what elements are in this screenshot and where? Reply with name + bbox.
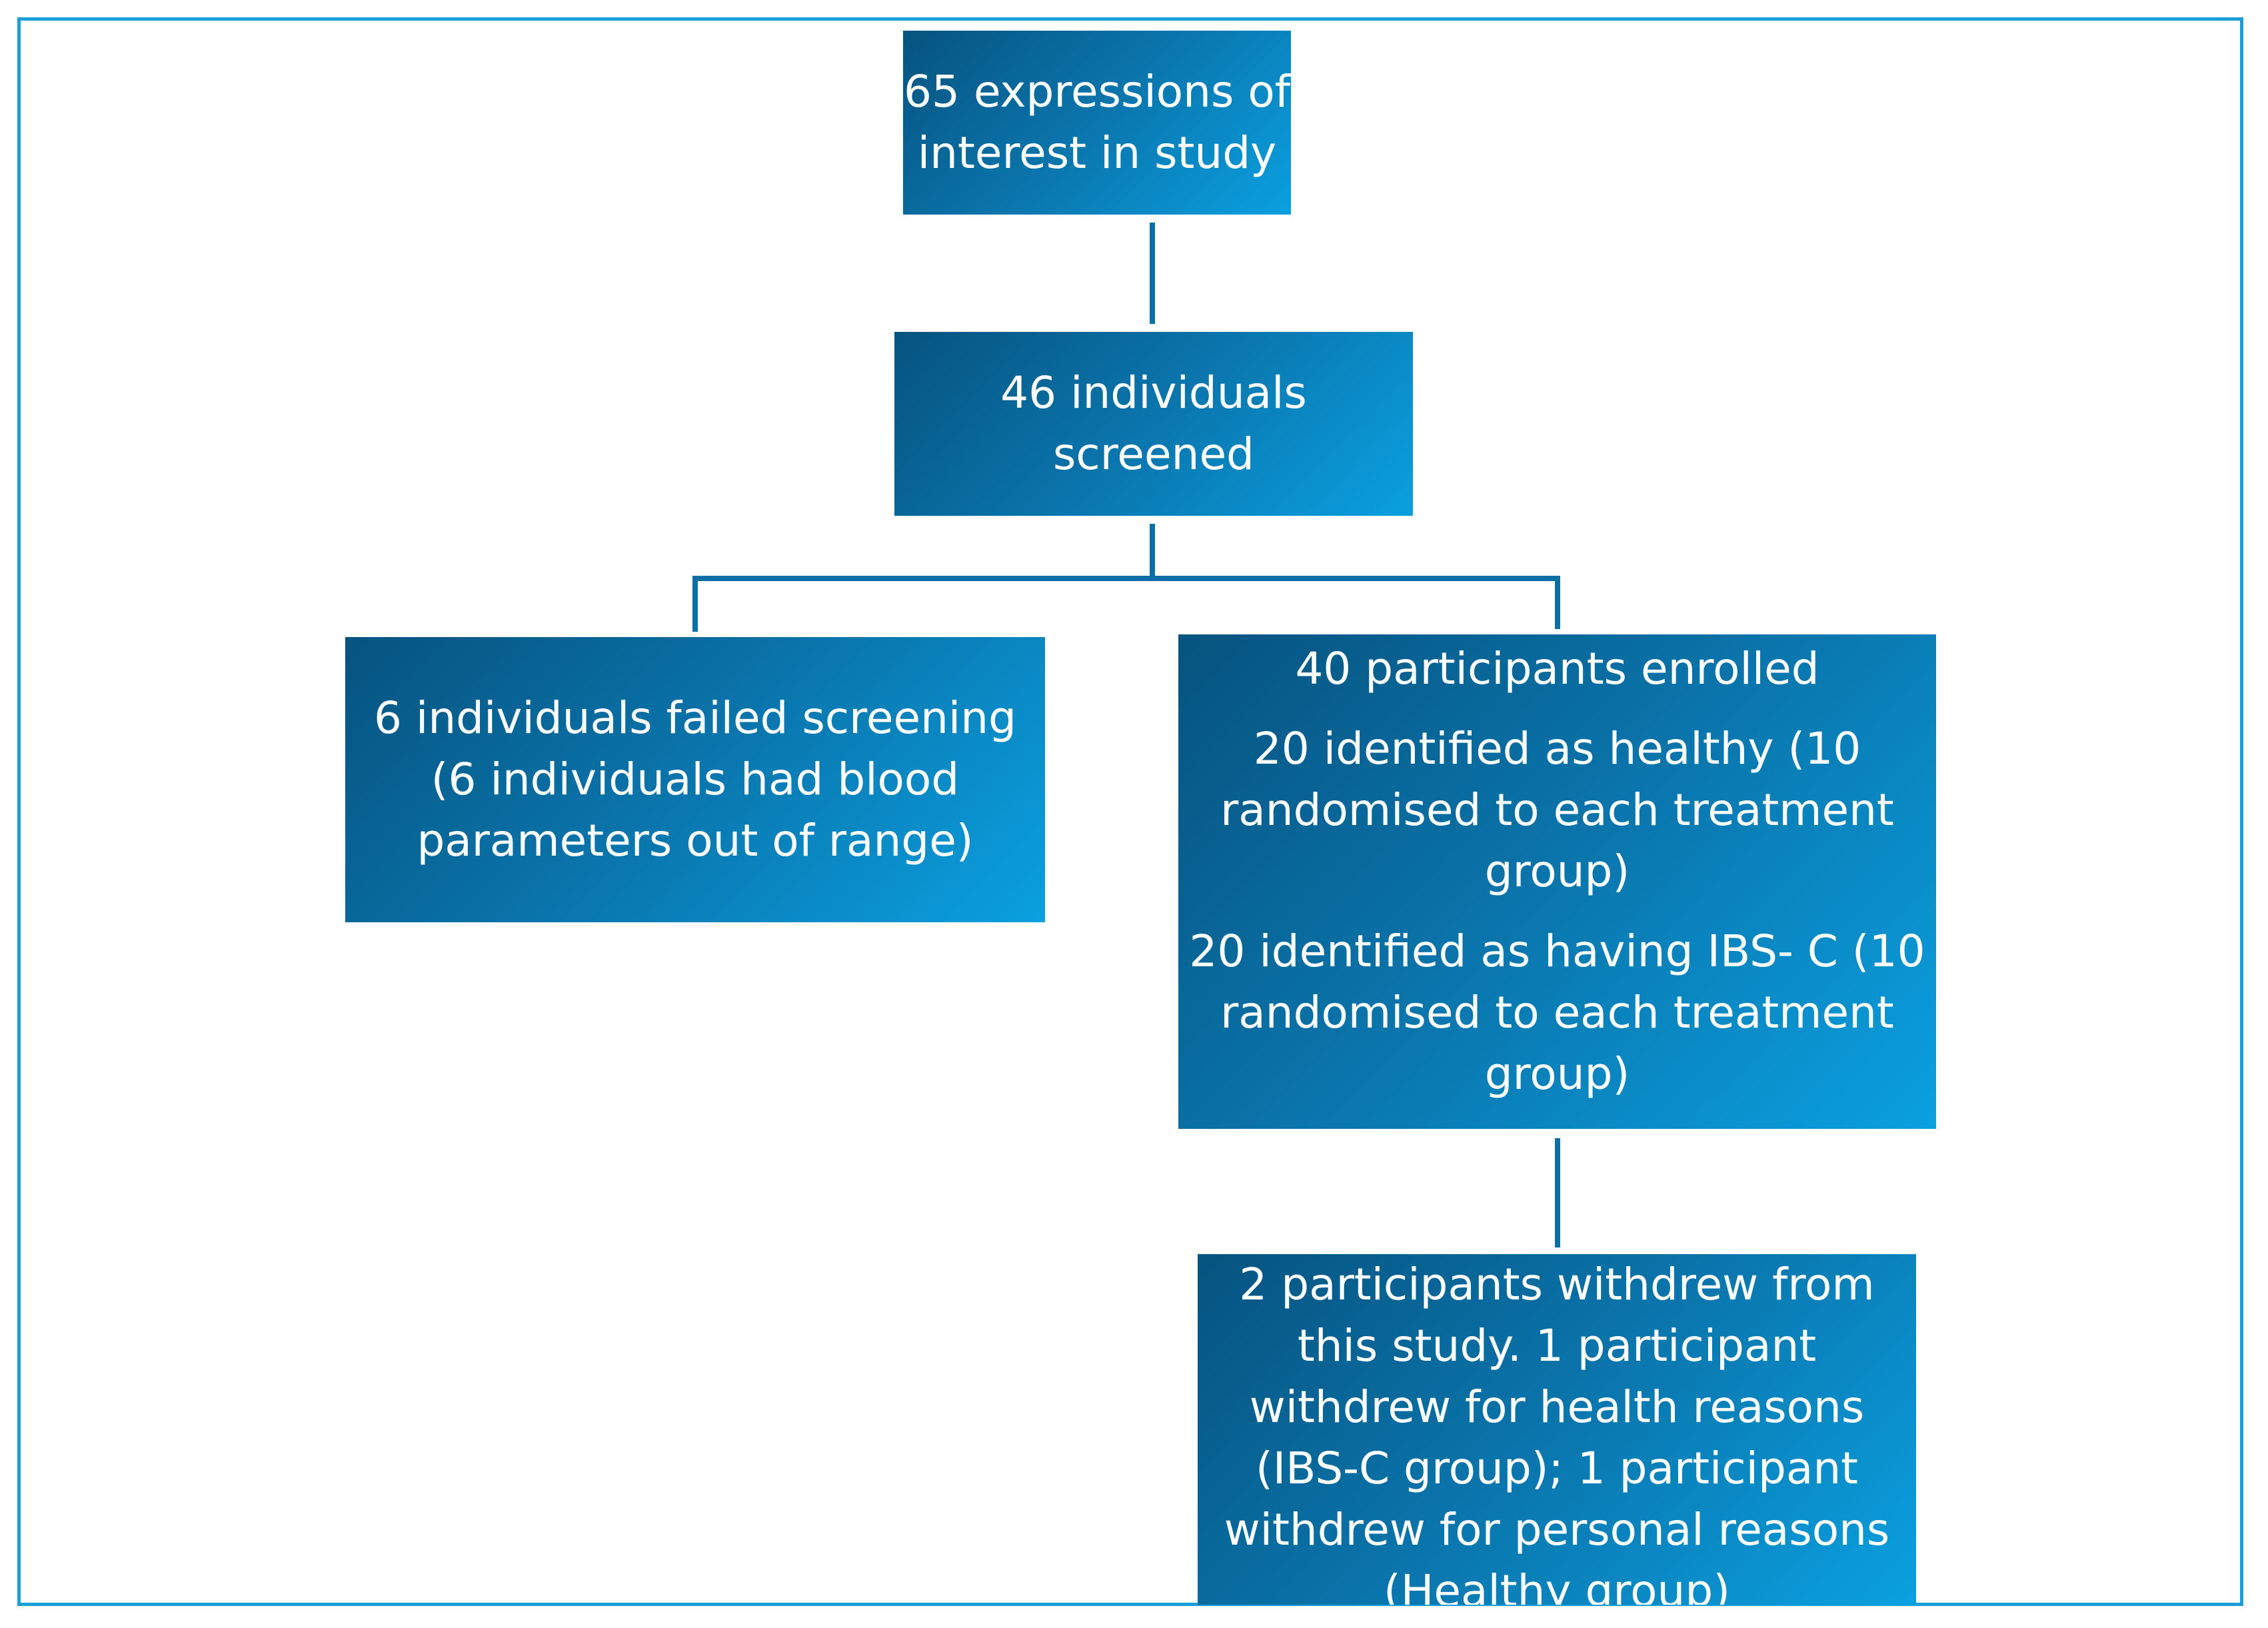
node-failed-screening: 6 individuals failed screening (6 indivi… bbox=[345, 637, 1045, 922]
node-expressions-line-2: interest in study bbox=[917, 127, 1277, 179]
node-expressions-of-interest: 65 expressions of interest in study bbox=[903, 31, 1291, 215]
connector-expressions-to-screened bbox=[1150, 223, 1155, 324]
node-enrolled-healthy-para: 20 identified as healthy (10 randomised … bbox=[1220, 718, 1894, 902]
node-failed-line-3: parameters out of range) bbox=[417, 815, 974, 866]
node-participants-enrolled: 40 participants enrolled 20 identified a… bbox=[1178, 634, 1936, 1129]
node-withdrew-line-2: this study. 1 participant bbox=[1297, 1320, 1817, 1371]
connector-branch-right-drop bbox=[1555, 576, 1560, 629]
node-failed-line-2: (6 individuals had blood bbox=[431, 754, 960, 805]
node-enrolled-ibs-line-3: group) bbox=[1484, 1048, 1630, 1100]
node-individuals-screened: 46 individuals screened bbox=[894, 332, 1413, 516]
connector-screened-stem bbox=[1150, 524, 1155, 580]
node-withdrew-line-3: withdrew for health reasons bbox=[1249, 1381, 1865, 1433]
node-participants-withdrew: 2 participants withdrew from this study.… bbox=[1198, 1254, 1916, 1605]
node-withdrew-line-1: 2 participants withdrew from bbox=[1239, 1259, 1875, 1310]
node-withdrew-line-4: (IBS-C group); 1 participant bbox=[1255, 1443, 1859, 1494]
node-screened-line-2: screened bbox=[1053, 428, 1254, 480]
node-enrolled-healthy-line-2: randomised to each treatment bbox=[1220, 784, 1894, 836]
node-enrolled-ibs-line-1: 20 identified as having IBS- C (10 bbox=[1189, 926, 1925, 977]
node-enrolled-healthy-line-1: 20 identified as healthy (10 bbox=[1253, 723, 1861, 774]
connector-branch-left-drop bbox=[692, 576, 698, 632]
connector-branch-horizontal bbox=[692, 576, 1560, 581]
node-screened-line-1: 46 individuals bbox=[1000, 367, 1307, 418]
node-enrolled-healthy-line-3: group) bbox=[1484, 846, 1630, 897]
node-enrolled-ibs-para: 20 identified as having IBS- C (10 rando… bbox=[1189, 921, 1925, 1105]
node-expressions-line-1: 65 expressions of bbox=[904, 66, 1290, 117]
diagram-frame bbox=[17, 17, 2243, 1606]
node-enrolled-title: 40 participants enrolled bbox=[1295, 643, 1819, 694]
node-enrolled-ibs-line-2: randomised to each treatment bbox=[1220, 987, 1894, 1038]
connector-enrolled-to-withdrew bbox=[1555, 1138, 1560, 1247]
node-withdrew-line-6: (Healthy group) bbox=[1384, 1565, 1730, 1605]
node-failed-line-1: 6 individuals failed screening bbox=[374, 692, 1016, 744]
node-withdrew-line-5: withdrew for personal reasons bbox=[1224, 1504, 1890, 1555]
node-enrolled-title-para: 40 participants enrolled bbox=[1295, 638, 1819, 700]
